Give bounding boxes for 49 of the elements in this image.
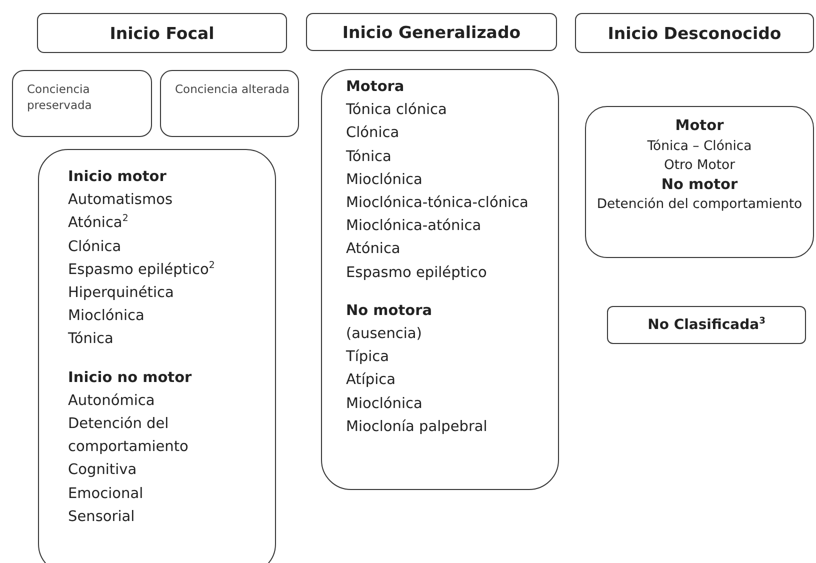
heading-box (37, 13, 287, 53)
category-box (160, 70, 299, 137)
group-heading: No motor (660, 176, 739, 194)
heading-text: Inicio Generalizado (342, 22, 521, 42)
list-box (321, 69, 559, 490)
list-item: Tónica – Clónica (646, 138, 753, 156)
heading-text: No Clasificada$^{3}$ (648, 317, 766, 333)
category-label: Conciencia preservada (27, 82, 92, 112)
list-item: Clónica (346, 124, 400, 144)
category-label: Conciencia alterada (175, 82, 290, 96)
category-box (12, 70, 152, 137)
list-item: Otro Motor (662, 157, 736, 175)
list-item: Tónica (346, 148, 392, 167)
list-item: Espasmo epiléptico$^{2}$ (68, 258, 216, 280)
list-item: Clónica (68, 238, 122, 257)
list-item: Tónica (68, 330, 114, 350)
list-item: Autonómica (68, 392, 156, 411)
list-box (38, 149, 276, 563)
list-item: Atónica$^{2}$ (68, 212, 130, 234)
list-item: Mioclónica-tónica-clónica (346, 194, 530, 214)
list-item: Típica (346, 348, 390, 368)
list-item: Mioclonía palpebral (346, 418, 488, 437)
heading-text: Inicio Desconocido (608, 24, 782, 42)
list-item: Sensorial (68, 508, 136, 527)
list-item: Detención del comportamiento (68, 415, 190, 458)
list-item: Mioclónica (68, 307, 146, 326)
list-item: (ausencia) (346, 325, 423, 344)
heading-text: Inicio Focal (110, 24, 214, 42)
heading-box (575, 13, 814, 53)
list-box (585, 106, 814, 258)
list-item: Tónica clónica (346, 101, 448, 120)
list-item: Atípica (346, 371, 396, 390)
group-heading: No motora (346, 302, 434, 321)
list-item: Hiperquinética (68, 284, 175, 304)
group-heading: Motora (346, 78, 406, 97)
list-item: Automatismos (68, 191, 174, 210)
group-heading: Inicio no motor (68, 368, 193, 388)
group-heading: Motor (674, 117, 725, 136)
list-item: Mioclónica (346, 170, 424, 190)
list-item: Atónica (346, 240, 402, 260)
list-item: Mioclónica (346, 394, 424, 414)
heading-box (306, 13, 557, 51)
category-box (607, 306, 806, 344)
list-item: Espasmo epiléptico (346, 264, 488, 283)
list-item: Detención del comportamiento (596, 196, 804, 214)
list-item: Cognitiva (68, 461, 138, 480)
list-item: Mioclónica-atónica (346, 217, 482, 236)
list-item: Emocional (68, 484, 144, 504)
group-heading: Inicio motor (68, 168, 168, 187)
